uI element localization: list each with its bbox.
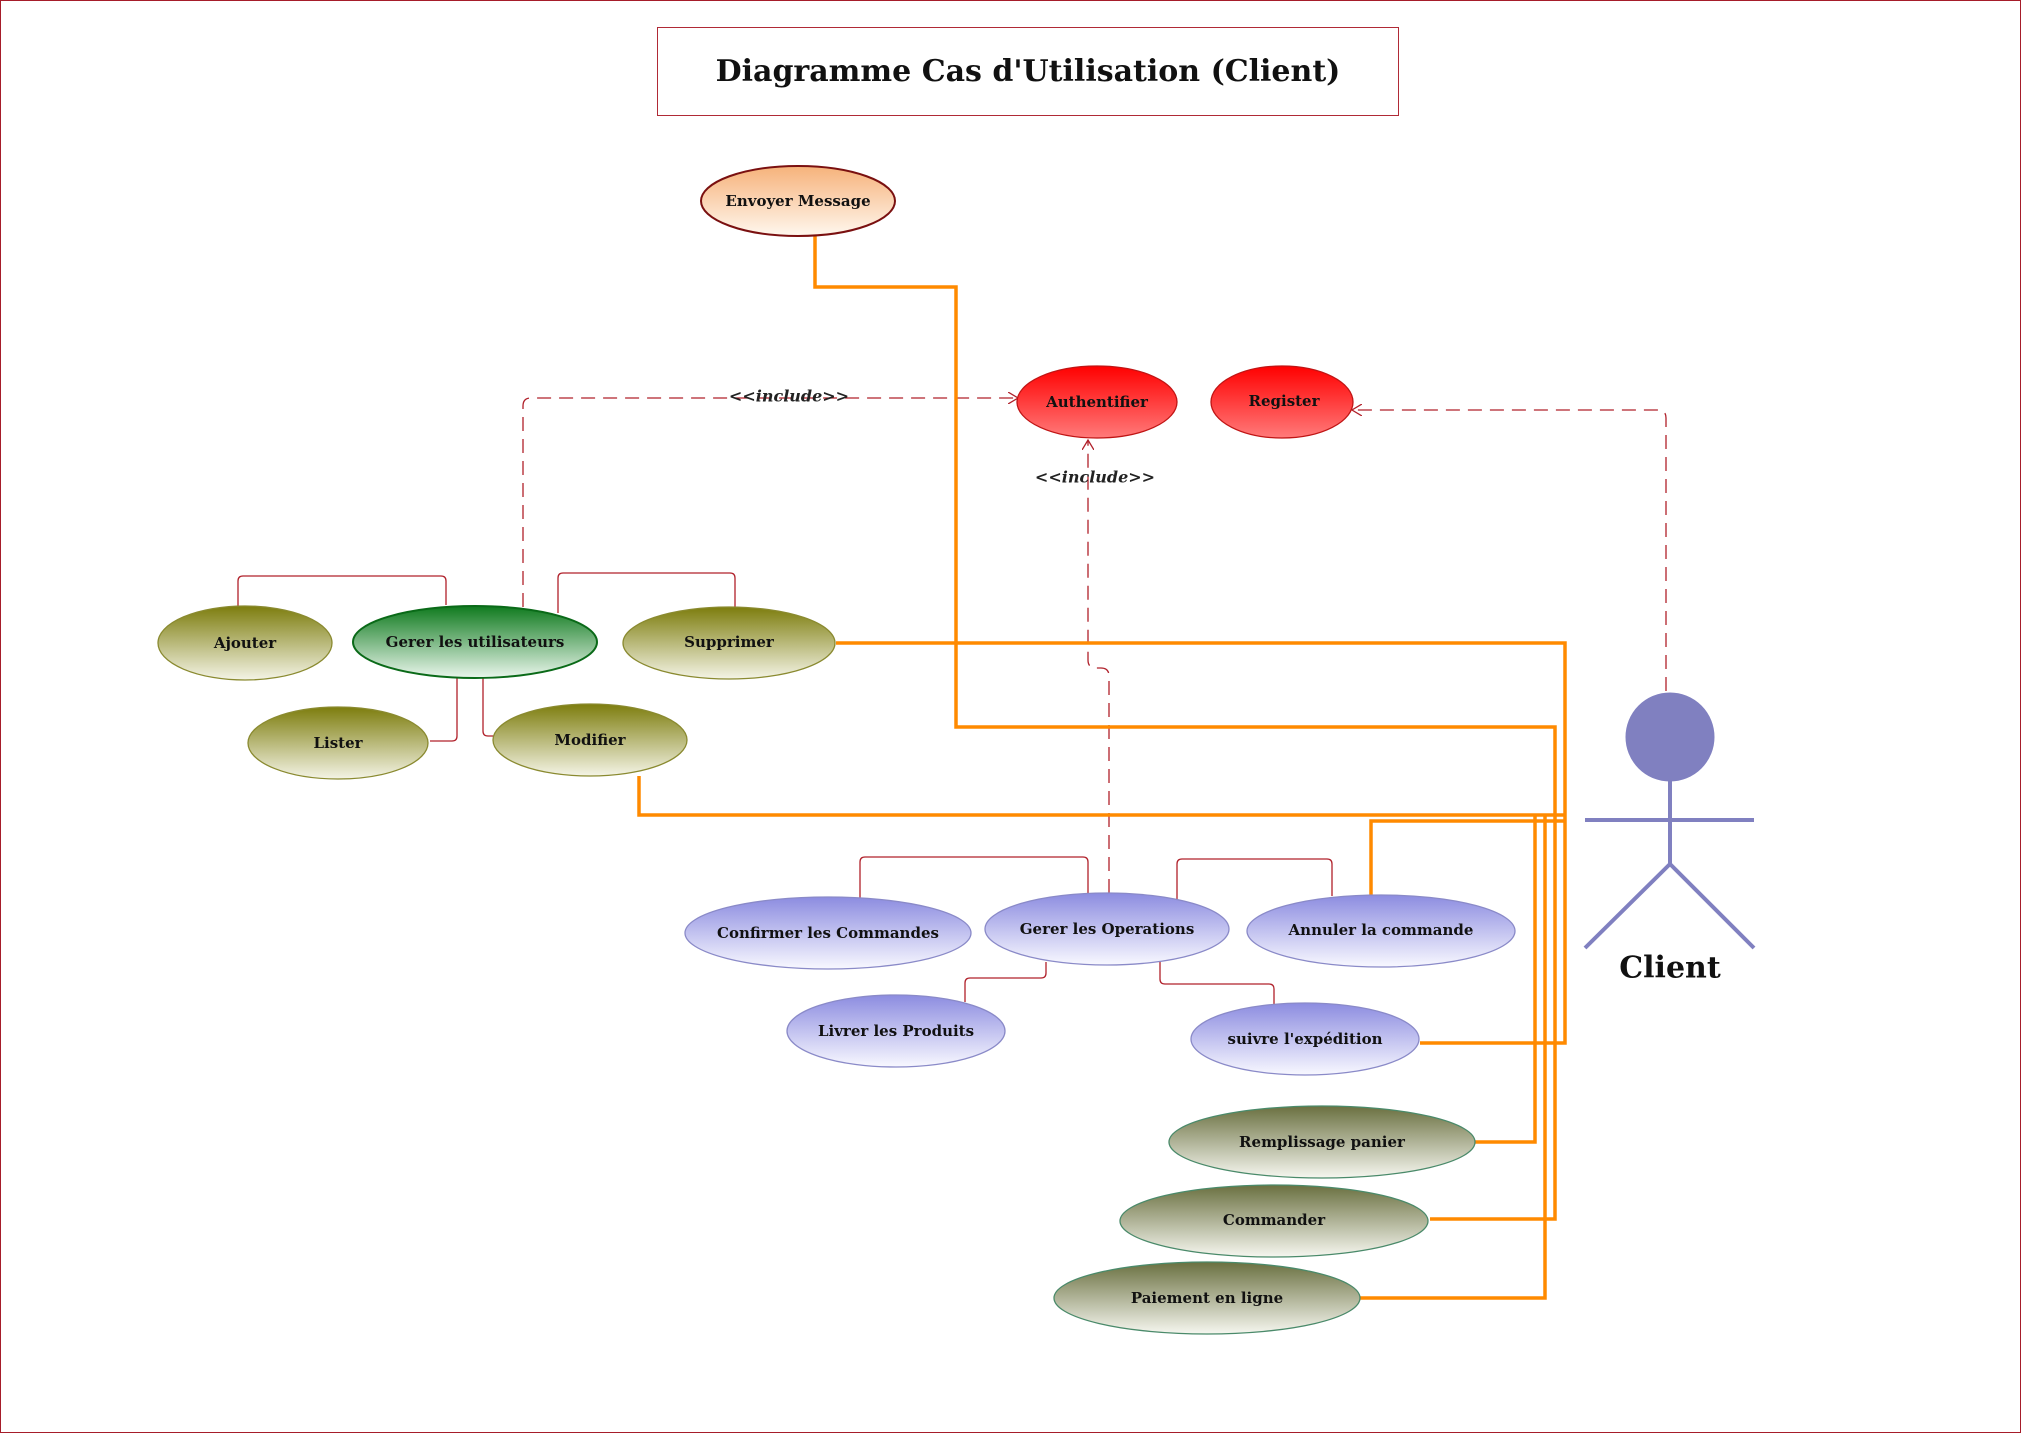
association-supprimer — [836, 641, 1567, 1045]
include-stereotype-label: <<include>> — [1034, 467, 1156, 487]
actor-associations — [637, 236, 1567, 1300]
connector-lister — [430, 678, 458, 742]
association-envoyer-message — [813, 236, 1557, 1221]
use-case-paiement-en-ligne[interactable] — [1053, 1261, 1361, 1335]
actor-left-leg — [1583, 862, 1672, 950]
use-case-envoyer-message[interactable] — [700, 165, 896, 237]
use-case-remplissage-panier[interactable] — [1168, 1105, 1476, 1179]
connector-supprimer — [557, 572, 736, 613]
use-case-livrer-produits[interactable] — [786, 994, 1006, 1068]
client-actor-figure[interactable] — [1583, 692, 1756, 950]
connector-ajouter — [237, 575, 447, 607]
include-arrow-gerer-operations — [1088, 440, 1110, 893]
use-case-modifier[interactable] — [492, 703, 688, 777]
actor-right-leg — [1668, 862, 1756, 950]
association-modifier — [637, 776, 1565, 817]
use-case-suivre-expedition[interactable] — [1190, 1002, 1420, 1076]
connector-suivre — [1159, 962, 1275, 1005]
actor-head — [1625, 692, 1715, 782]
use-case-supprimer[interactable] — [622, 606, 836, 680]
use-case-register[interactable] — [1210, 365, 1354, 439]
use-case-authentifier[interactable] — [1016, 365, 1178, 439]
dependency-arrow-register — [1352, 410, 1667, 691]
use-case-confirmer-commandes[interactable] — [684, 896, 972, 970]
use-case-ajouter[interactable] — [157, 605, 333, 681]
actor-name: Client — [1619, 950, 1721, 986]
connector-livrer — [964, 962, 1047, 1002]
include-dependencies — [522, 398, 1667, 893]
connector-modifier — [482, 678, 494, 737]
diagram-title: Diagramme Cas d'Utilisation (Client) — [715, 54, 1341, 89]
use-case-commander[interactable] — [1119, 1184, 1429, 1258]
connector-confirmer — [859, 856, 1089, 898]
association-remplissage — [1475, 815, 1537, 1144]
connector-annuler — [1176, 858, 1333, 899]
include-arrow-gerer-utilisateurs — [522, 398, 1018, 607]
association-paiement — [1360, 815, 1547, 1300]
use-case-annuler-commande[interactable] — [1246, 894, 1516, 968]
diagram-title-box: Diagramme Cas d'Utilisation (Client) — [657, 27, 1399, 116]
use-case-shapes — [157, 165, 1516, 1335]
include-stereotype-label: <<include>> — [728, 386, 850, 406]
association-annuler — [1369, 819, 1565, 895]
use-case-gerer-operations[interactable] — [984, 892, 1230, 966]
composition-connectors — [237, 572, 1333, 1005]
use-case-gerer-utilisateurs[interactable] — [352, 605, 598, 679]
use-case-lister[interactable] — [247, 706, 429, 780]
